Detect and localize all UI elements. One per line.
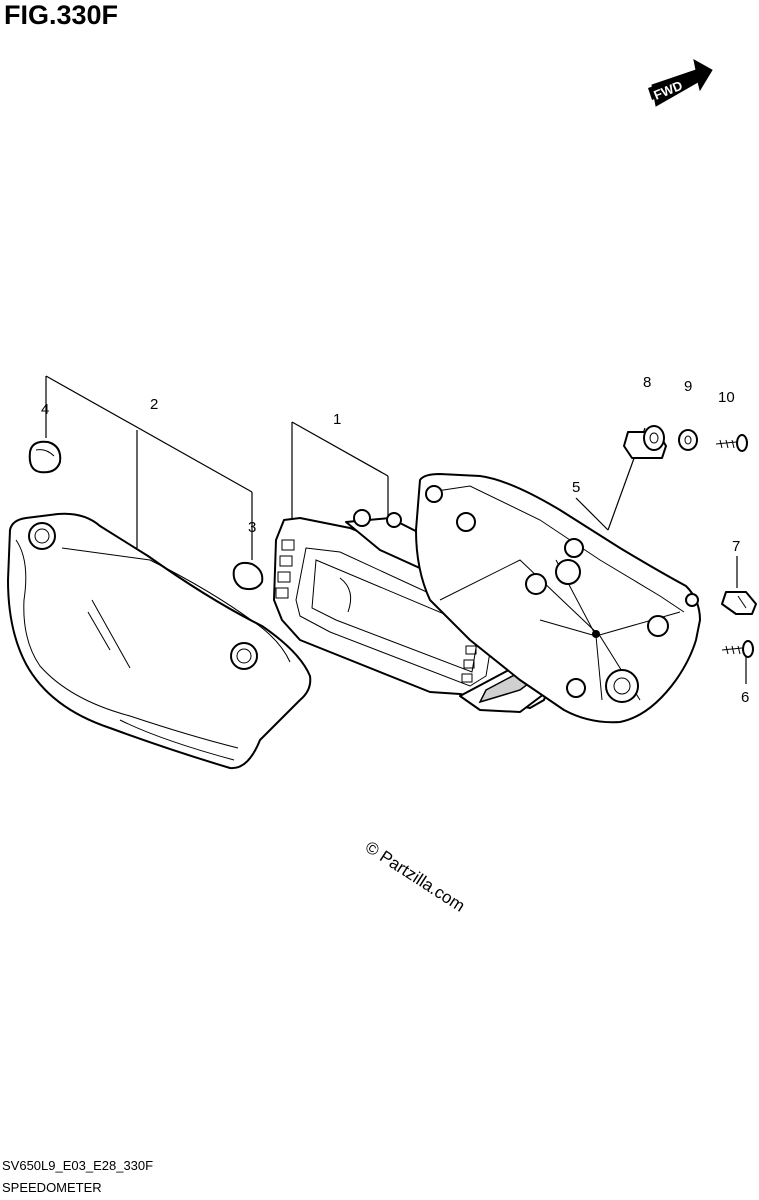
front-cap-part [28,440,62,474]
callout-7: 7 [732,538,740,555]
nut-part [721,591,757,615]
callout-6: 6 [741,689,749,706]
callout-10: 10 [718,389,735,406]
front-case-part [7,512,312,770]
leader-lines [45,375,747,684]
rear-case-part [415,473,701,724]
callout-2: 2 [150,396,158,413]
callout-1: 1 [333,411,341,428]
figure-code: SV650L9_E03_E28_330F [2,1158,154,1173]
callout-5: 5 [572,479,580,496]
callout-8: 8 [643,374,651,391]
washer-part [678,429,698,451]
callout-3: 3 [248,519,256,536]
fwd-arrow-icon: FWD [648,59,713,107]
callout-9: 9 [684,378,692,395]
screw-part-10 [715,434,748,452]
callout-4: 4 [41,401,49,418]
cushion-part [623,425,667,459]
figure-title: FIG.330F [4,0,119,30]
callout-labels: 1 2 3 4 5 6 7 8 9 10 [41,374,749,706]
front-cap-small-part [232,561,264,591]
screw-part-6 [721,640,754,658]
watermark: © Partzilla.com [362,837,468,915]
figure-name: SPEEDOMETER [2,1180,102,1195]
